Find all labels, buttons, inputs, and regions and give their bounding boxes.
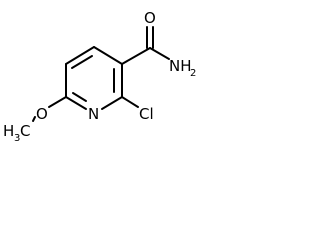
chlorine-label: Cl <box>139 105 154 123</box>
ether-oxygen-label: O <box>36 105 48 123</box>
amide-h-count: 2 <box>190 68 196 79</box>
bond-c4-c5 <box>65 46 95 65</box>
ring-nitrogen-label: N <box>88 105 99 123</box>
carbonyl-oxygen-label: O <box>144 9 156 27</box>
molecule-diagram: N Cl O NH 2 O H 3 C <box>3 9 196 144</box>
bond-carbonyl-n <box>149 47 170 60</box>
amide-nh-label: NH <box>169 57 192 75</box>
bond-o-ch3 <box>32 116 36 122</box>
bond-c6-n1 <box>65 96 87 110</box>
bond-c6-o <box>48 96 67 108</box>
bond-c3-carbonyl <box>121 47 151 65</box>
methyl-c-label: C <box>20 122 30 140</box>
methyl-h-label: H <box>3 122 14 140</box>
bond-c6-n1-inner <box>72 92 87 102</box>
bond-c4-c5-inner <box>71 55 93 69</box>
bond-c2-cl <box>121 96 139 108</box>
structure-canvas: N Cl O NH 2 O H 3 C <box>3 9 197 144</box>
methyl-h-count: 3 <box>14 133 20 144</box>
bond-c3-c4 <box>93 46 123 65</box>
bond-n1-c2 <box>101 96 123 110</box>
